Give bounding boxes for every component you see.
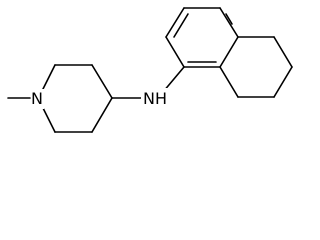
atom-label-n-amine: N xyxy=(143,89,155,108)
bond-pip-n-c2 xyxy=(41,64,56,92)
atom-background xyxy=(31,89,44,109)
bond-sat-c8-c8a xyxy=(219,66,239,98)
atom-label-h-amine: H xyxy=(155,89,167,108)
bond-ar-double-1 xyxy=(173,13,189,38)
bond-ar-double-2 xyxy=(225,13,233,25)
bond-ar-c2-c3 xyxy=(165,7,185,38)
bond-pip-c6-n xyxy=(41,105,56,133)
bond-ar-c1-c2 xyxy=(165,36,185,68)
bond-ar-c4-c4a xyxy=(219,7,239,38)
bond-pip-c4-c5 xyxy=(91,97,113,133)
molecule-structure-diagram: N N H xyxy=(7,7,293,133)
bond-nh-c1 xyxy=(162,66,185,93)
atom-label-n-methyl: N xyxy=(31,89,43,108)
bond-pip-c3-c4 xyxy=(91,64,113,99)
bond-ar-c4a-c8a xyxy=(219,36,239,68)
bond-sat-c5-c6 xyxy=(273,36,293,68)
bond-sat-c6-c7 xyxy=(273,66,293,98)
atom-background xyxy=(141,88,169,111)
